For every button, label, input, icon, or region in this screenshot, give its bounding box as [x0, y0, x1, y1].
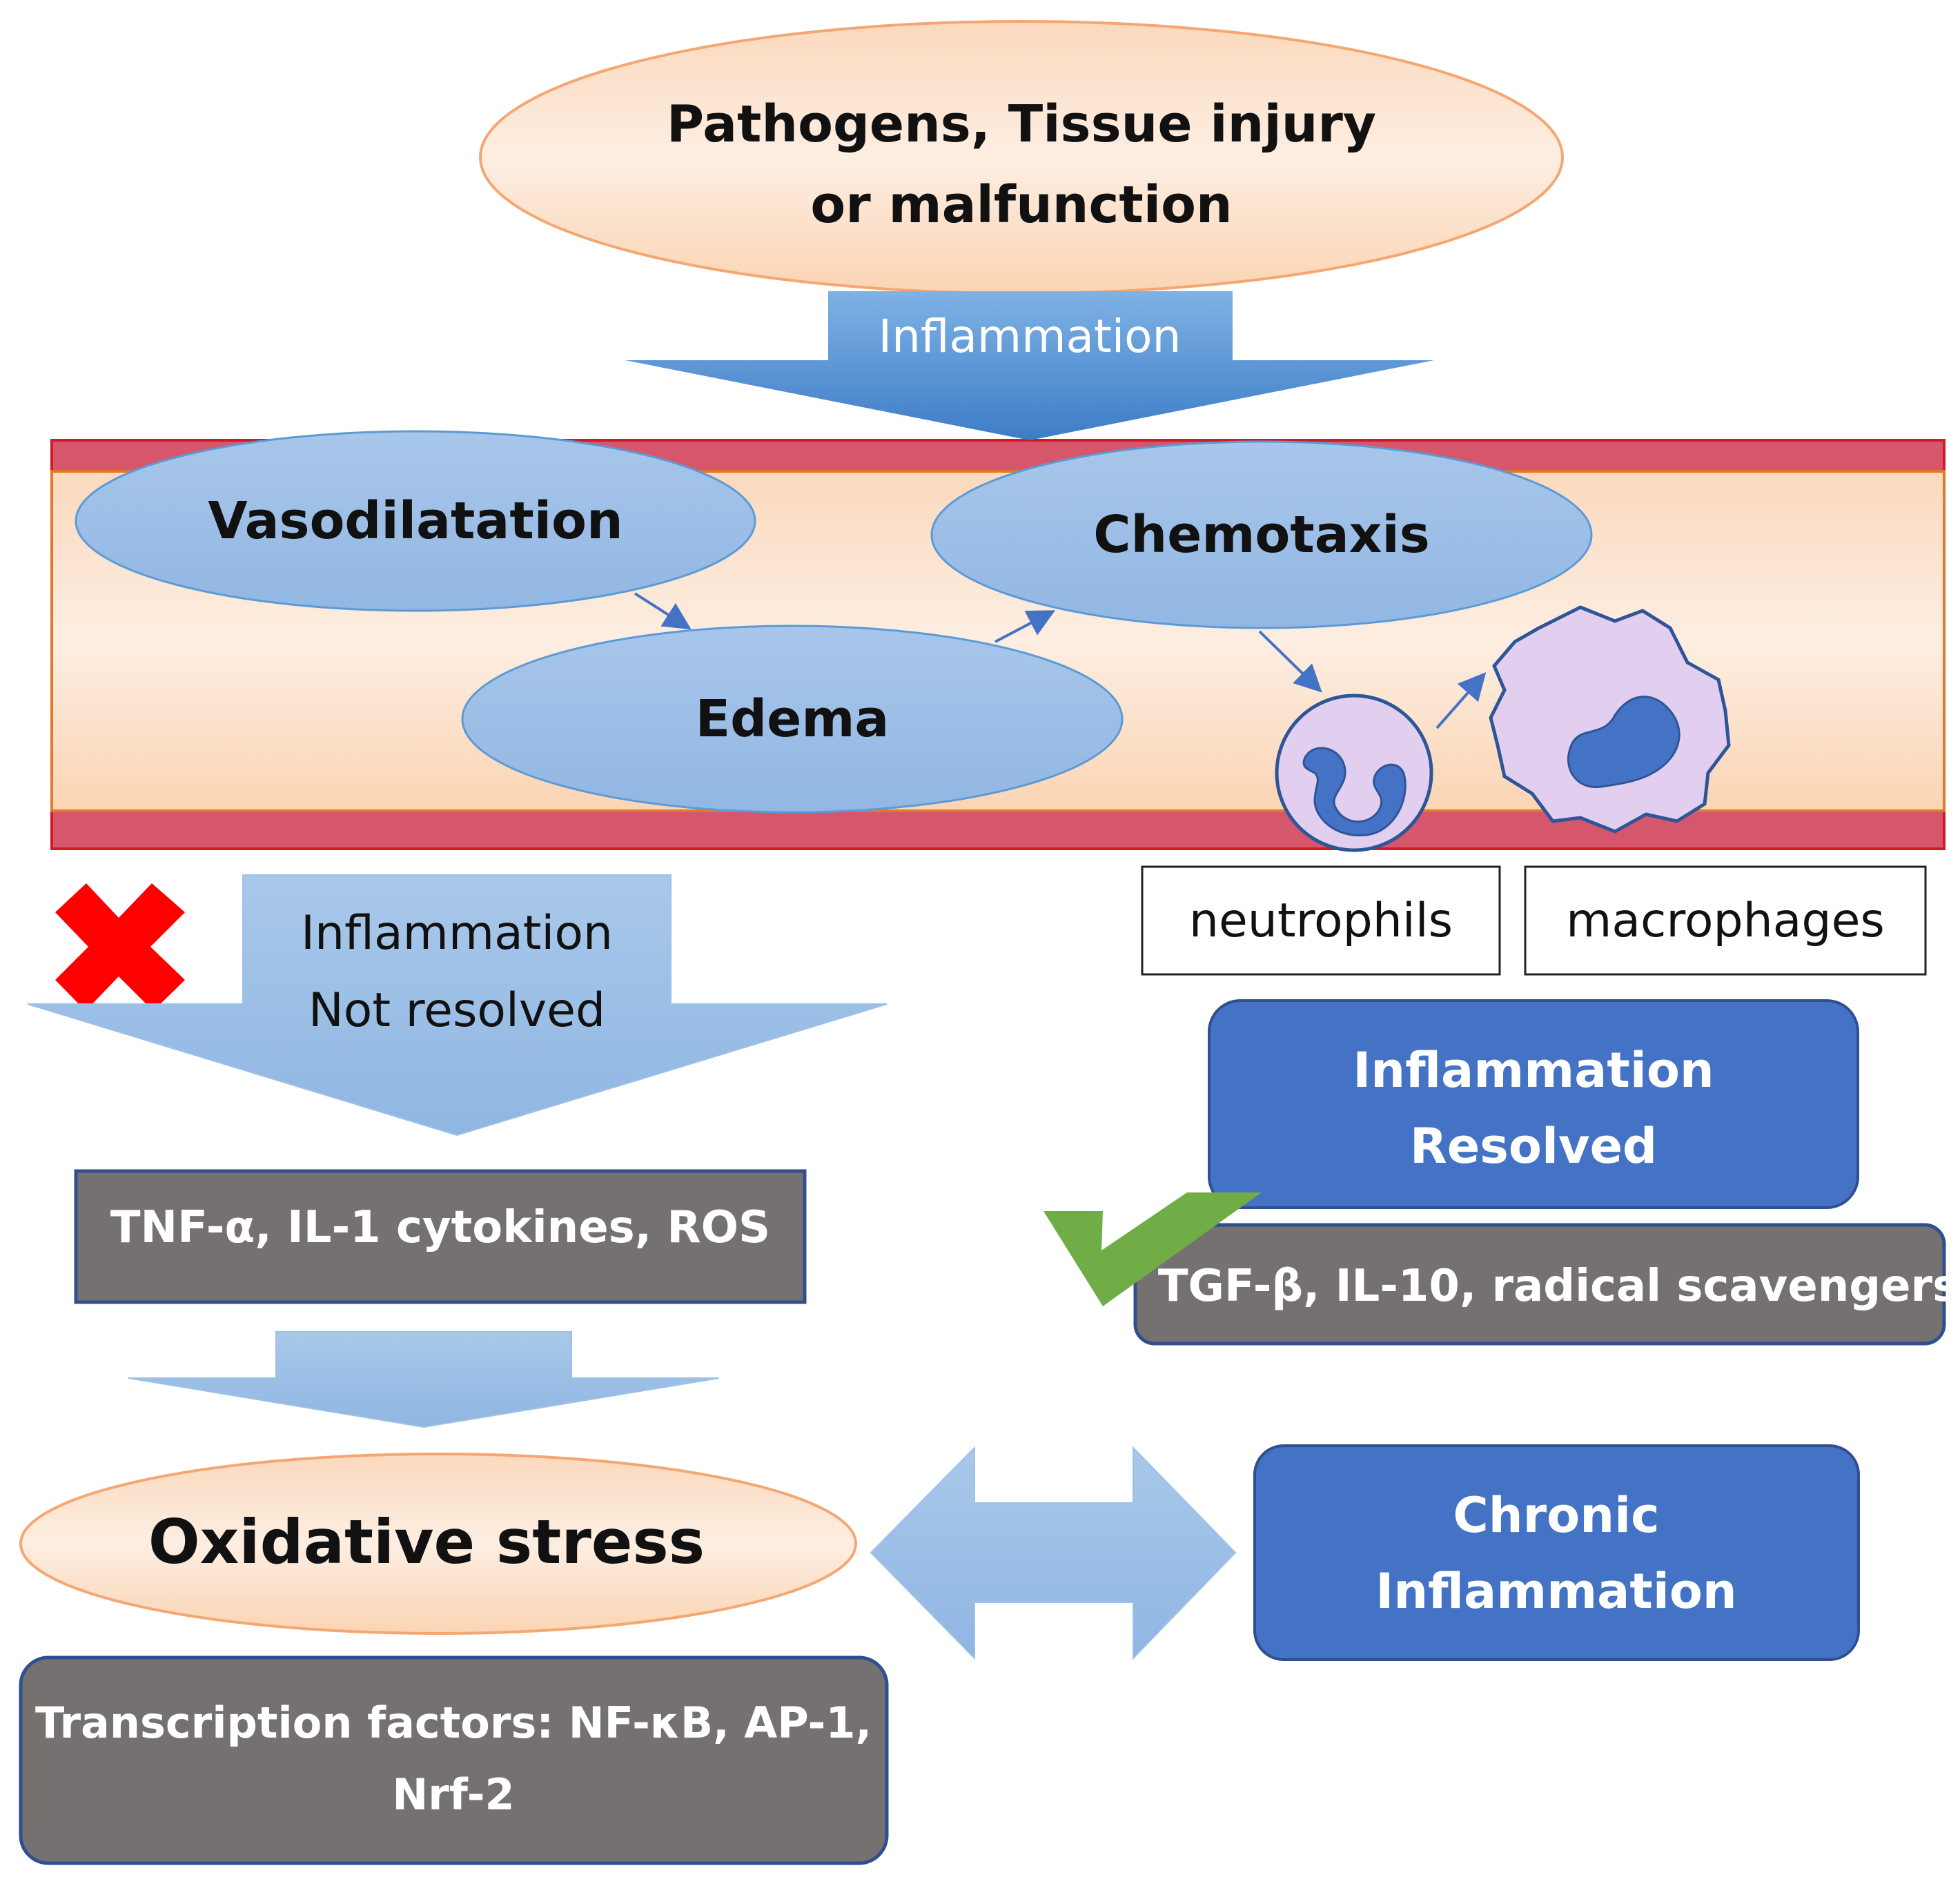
resolved-box: Inflammation Resolved: [1208, 999, 1859, 1209]
transcription-line1: Transcription factors: NF-κB, AP-1,: [35, 1698, 872, 1748]
bidirectional-arrow: [870, 1446, 1237, 1660]
stimulus-node: Pathogens, Tissue injury or malfunction: [479, 20, 1564, 295]
neutrophils-label-box: neutrophils: [1141, 865, 1501, 976]
neutrophils-label: neutrophils: [1189, 894, 1453, 948]
edema-label: Edema: [696, 689, 890, 749]
stimulus-line2: or malfunction: [810, 175, 1232, 235]
neutrophil-nucleus: [1302, 747, 1407, 837]
oxidative-stress-label: Oxidative stress: [148, 1506, 705, 1578]
not-resolved-line2: Not resolved: [308, 983, 605, 1038]
inflammation-arrow-label: Inflammation: [879, 310, 1182, 363]
not-resolved-arrow: Inflammation Not resolved: [27, 874, 888, 1137]
chronic-line1: Chronic: [1453, 1487, 1659, 1544]
pro-inflammatory-label: TNF-α, IL-1 cytokines, ROS: [110, 1202, 770, 1253]
arrow-chemotaxis-to-neutrophil: [1258, 630, 1322, 693]
macrophage-nucleus: [1567, 696, 1680, 789]
resolved-line2: Resolved: [1410, 1118, 1657, 1175]
arrow-neutrophil-to-macrophage: [1435, 671, 1487, 729]
green-check-icon: [1043, 1192, 1262, 1306]
chemotaxis-label: Chemotaxis: [1093, 505, 1430, 564]
oxidative-stress-node: Oxidative stress: [19, 1453, 857, 1635]
arrow-vasodilatation-to-edema: [634, 592, 692, 630]
chronic-inflammation-box: Chronic Inflammation: [1253, 1444, 1860, 1661]
neutrophil-cell: [1275, 694, 1433, 852]
red-cross-icon: [55, 883, 185, 1011]
arrow-edema-to-chemotaxis: [994, 610, 1056, 643]
chemotaxis-node: Chemotaxis: [930, 440, 1593, 629]
stimulus-line1: Pathogens, Tissue injury: [667, 95, 1376, 154]
vasodilatation-label: Vasodilatation: [208, 491, 623, 551]
anti-inflammatory-box: TGF-β, IL-10, radical scavengers: [1133, 1223, 1959, 1346]
pro-inflammatory-box: TNF-α, IL-1 cytokines, ROS: [74, 1169, 807, 1304]
not-resolved-line1: Inflammation: [301, 906, 613, 961]
transcription-line2: Nrf-2: [392, 1769, 514, 1820]
vasodilatation-node: Vasodilatation: [75, 430, 756, 612]
resolved-line1: Inflammation: [1353, 1042, 1714, 1099]
transcription-factors-box: Transcription factors: NF-κB, AP-1, Nrf-…: [19, 1655, 889, 1865]
oxidative-arrow: [128, 1331, 720, 1428]
chronic-line2: Inflammation: [1375, 1563, 1737, 1620]
anti-inflammatory-label: TGF-β, IL-10, radical scavengers: [1158, 1261, 1959, 1312]
inflammation-arrow: Inflammation: [625, 291, 1434, 440]
macrophages-label-box: macrophages: [1524, 865, 1927, 976]
macrophages-label: macrophages: [1566, 894, 1885, 948]
macrophage-cell: [1489, 605, 1731, 834]
edema-node: Edema: [461, 625, 1124, 814]
